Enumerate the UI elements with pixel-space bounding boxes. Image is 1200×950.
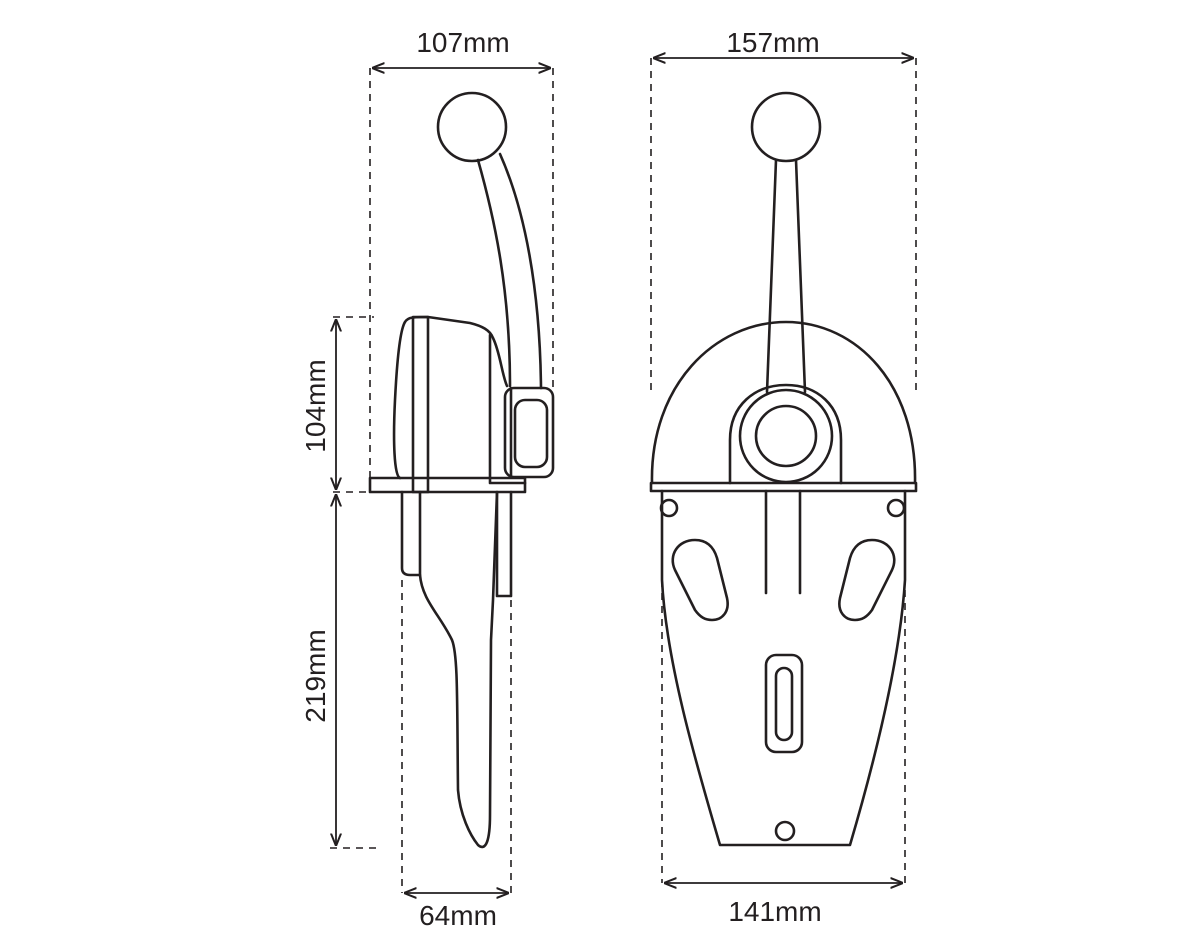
right-slot — [838, 538, 896, 622]
dome — [650, 320, 917, 485]
side-housing — [368, 315, 555, 494]
hub-center — [754, 404, 818, 468]
side-button-housing — [503, 386, 555, 479]
mounting-plate — [659, 489, 907, 847]
dimension-label-104: 104mm — [300, 359, 331, 452]
base-bar — [649, 481, 918, 493]
dimension-label-141: 141mm — [728, 896, 821, 927]
dimension-label-64: 64mm — [419, 900, 497, 931]
left-slot — [671, 538, 729, 622]
front-housing — [649, 320, 918, 493]
dimension-label-219: 219mm — [300, 629, 331, 722]
dimension-label-157: 157mm — [726, 27, 819, 58]
side-lower-body — [400, 490, 513, 849]
lever-knob — [750, 91, 822, 163]
hub-ring — [738, 388, 834, 484]
dimension-label-107: 107mm — [416, 27, 509, 58]
side-view: 107mm 104mm 219mm 64mm — [300, 27, 555, 931]
center-slot-inner — [774, 666, 794, 742]
front-dimension-lines — [650, 58, 917, 883]
front-lever — [750, 91, 822, 394]
lever-knob — [436, 91, 508, 163]
lever-back-edge — [498, 152, 543, 390]
lever-front-edge — [476, 158, 512, 388]
side-dimension-lines — [330, 68, 554, 893]
side-lever — [436, 91, 543, 390]
front-view: 157mm 141mm — [649, 27, 918, 927]
center-slot-outer — [764, 653, 804, 754]
side-button — [513, 398, 549, 469]
